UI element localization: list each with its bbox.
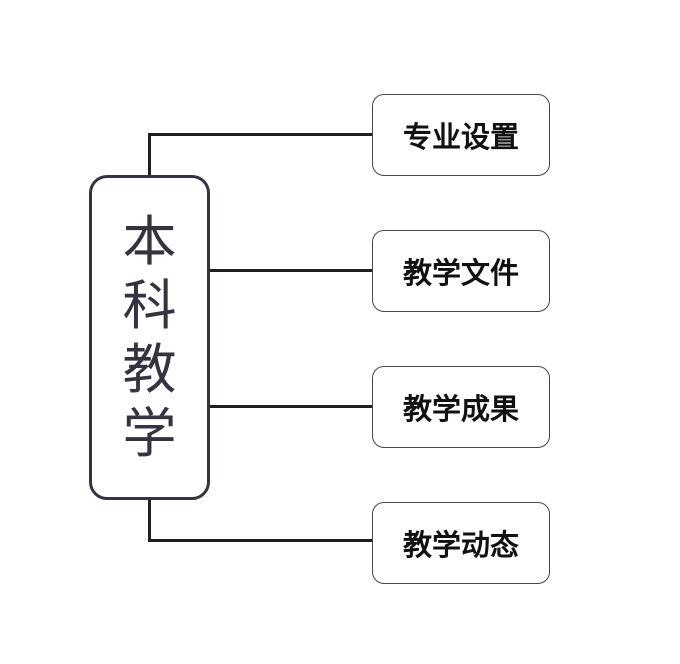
child-node-3[interactable]: 教学成果 xyxy=(372,366,550,448)
connector-child-1 xyxy=(148,133,373,177)
child-label-1: 专业设置 xyxy=(402,120,519,154)
root-node: 本 科 教 学 xyxy=(89,175,210,500)
child-node-4[interactable]: 教学动态 xyxy=(372,502,550,584)
connector-child-4 xyxy=(148,498,373,542)
child-label-4: 教学动态 xyxy=(402,528,519,562)
child-node-2[interactable]: 教学文件 xyxy=(372,230,550,312)
child-label-2: 教学文件 xyxy=(402,256,519,290)
child-node-1[interactable]: 专业设置 xyxy=(372,94,550,176)
child-label-3: 教学成果 xyxy=(402,392,519,426)
root-char-3: 教 xyxy=(122,337,177,401)
connector-child-3 xyxy=(209,405,373,408)
root-char-1: 本 xyxy=(122,209,177,273)
connector-child-2 xyxy=(209,269,373,272)
root-char-4: 学 xyxy=(122,401,177,465)
root-char-2: 科 xyxy=(122,273,177,337)
